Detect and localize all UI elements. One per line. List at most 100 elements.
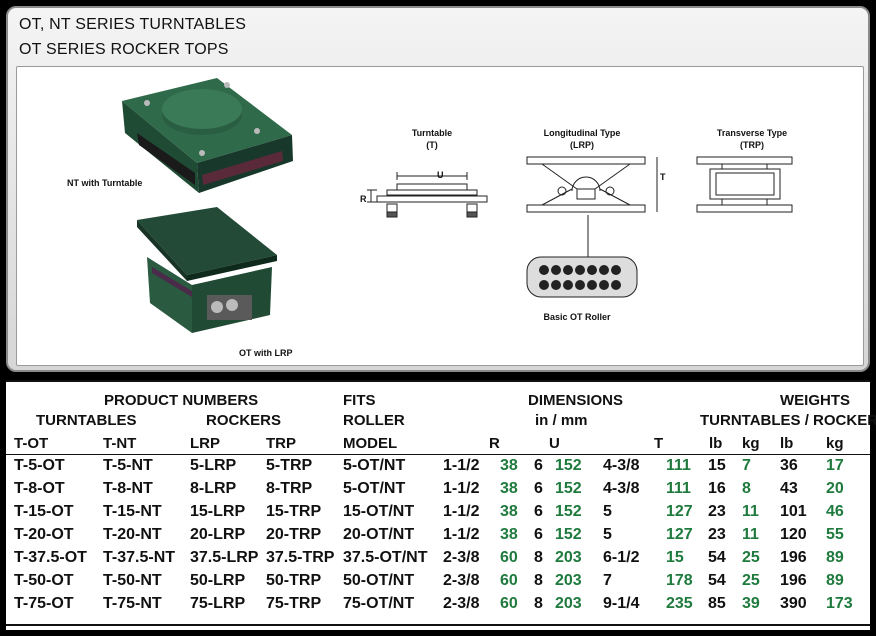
cell-tt-kg: 25 <box>742 572 760 589</box>
cell-tt-kg: 8 <box>742 480 751 497</box>
col-tt-kg: kg <box>742 435 760 452</box>
cell-lrp: 8-LRP <box>190 480 237 497</box>
page-title: OT, NT SERIES TURNTABLES <box>19 16 247 33</box>
cell-trp: 20-TRP <box>266 526 322 543</box>
photo2-caption: OT with LRP <box>239 348 293 358</box>
cell-t-mm: 178 <box>666 572 693 589</box>
cell-r-in: 2-3/8 <box>443 572 480 589</box>
hdr-fits: FITS <box>343 392 376 409</box>
cell-model: 5-OT/NT <box>343 457 406 474</box>
cell-rk-lb: 43 <box>780 480 798 497</box>
col-tt-lb: lb <box>709 435 723 452</box>
col-r: R <box>489 435 500 452</box>
cell-u-in: 6 <box>534 457 543 474</box>
col-t: T <box>654 435 664 452</box>
cell-lrp: 20-LRP <box>190 526 246 543</box>
cell-u-in: 6 <box>534 503 543 520</box>
col-lrp: LRP <box>190 435 220 452</box>
hdr-weights: WEIGHTS <box>780 392 850 409</box>
cell-tt-lb: 15 <box>708 457 726 474</box>
hdr-product-numbers: PRODUCT NUMBERS <box>104 392 259 409</box>
cell-tt-lb: 54 <box>708 549 726 566</box>
cell-rk-lb: 36 <box>780 457 798 474</box>
cell-tt-lb: 23 <box>708 526 726 543</box>
cell-tt-lb: 23 <box>708 503 726 520</box>
page-subtitle: OT SERIES ROCKER TOPS <box>19 41 229 58</box>
cell-rk-kg: 46 <box>826 503 844 520</box>
cell-u-mm: 152 <box>555 503 582 520</box>
dim-r-label: R <box>360 194 367 204</box>
cell-tot: T-37.5-OT <box>14 549 87 566</box>
cell-r-mm: 60 <box>500 572 518 589</box>
cell-lrp: 5-LRP <box>190 457 237 474</box>
transverse-diagram <box>696 156 793 213</box>
cell-t-in: 6-1/2 <box>603 549 640 566</box>
col-t-ot: T-OT <box>14 435 49 452</box>
cell-u-mm: 203 <box>555 595 582 612</box>
col-trp: TRP <box>266 435 296 452</box>
cell-t-in: 5 <box>603 503 612 520</box>
cell-lrp: 50-LRP <box>190 572 246 589</box>
cell-tot: T-5-OT <box>14 457 65 474</box>
cell-u-mm: 152 <box>555 457 582 474</box>
cell-r-in: 2-3/8 <box>443 549 480 566</box>
cell-rk-kg: 20 <box>826 480 844 497</box>
cell-r-mm: 60 <box>500 549 518 566</box>
cell-u-mm: 152 <box>555 526 582 543</box>
cell-rk-lb: 390 <box>780 595 807 612</box>
cell-u-mm: 203 <box>555 572 582 589</box>
cell-tnt: T-20-NT <box>103 526 162 543</box>
spec-table: PRODUCT NUMBERS TURNTABLES ROCKERS FITS … <box>6 380 876 630</box>
cell-trp: 75-TRP <box>266 595 322 612</box>
cell-r-mm: 38 <box>500 480 518 497</box>
cell-u-in: 6 <box>534 480 543 497</box>
cell-r-mm: 38 <box>500 457 518 474</box>
dim-u-label: U <box>437 170 444 180</box>
col-t-nt: T-NT <box>103 435 137 452</box>
cell-tnt: T-37.5-NT <box>103 549 176 566</box>
cell-tnt: T-75-NT <box>103 595 162 612</box>
cell-rk-lb: 120 <box>780 526 807 543</box>
cell-lrp: 75-LRP <box>190 595 246 612</box>
cell-trp: 8-TRP <box>266 480 313 497</box>
cell-model: 50-OT/NT <box>343 572 415 589</box>
table-top-rule <box>6 380 870 382</box>
cell-tot: T-75-OT <box>14 595 74 612</box>
roller-label: Basic OT Roller <box>543 312 611 322</box>
dim-t-label: T <box>660 172 666 182</box>
cell-model: 5-OT/NT <box>343 480 406 497</box>
cell-r-mm: 38 <box>500 526 518 543</box>
cell-tnt: T-50-NT <box>103 572 162 589</box>
cell-t-in: 9-1/4 <box>603 595 640 612</box>
cell-tt-kg: 39 <box>742 595 760 612</box>
cell-rk-kg: 173 <box>826 595 853 612</box>
cell-tt-lb: 16 <box>708 480 726 497</box>
ot-lrp-photo <box>137 207 277 333</box>
cell-t-in: 5 <box>603 526 612 543</box>
turntable-label: Turntable(T) <box>411 128 453 150</box>
cell-tot: T-20-OT <box>14 526 74 543</box>
cell-r-mm: 60 <box>500 595 518 612</box>
cell-tt-lb: 54 <box>708 572 726 589</box>
cell-trp: 15-TRP <box>266 503 322 520</box>
cell-model: 75-OT/NT <box>343 595 415 612</box>
hdr-weights-sub: TURNTABLES / ROCKERS <box>700 412 876 429</box>
cell-r-in: 2-3/8 <box>443 595 480 612</box>
cell-trp: 37.5-TRP <box>266 549 335 566</box>
col-rk-lb: lb <box>780 435 794 452</box>
cell-r-in: 1-1/2 <box>443 503 480 520</box>
cell-t-mm: 111 <box>666 480 691 497</box>
header-rule <box>6 454 870 455</box>
hdr-dimensions: DIMENSIONS <box>528 392 624 409</box>
table-bottom-rule <box>6 624 870 626</box>
cell-model: 37.5-OT/NT <box>343 549 428 566</box>
cell-t-mm: 127 <box>666 526 693 543</box>
cell-t-in: 7 <box>603 572 612 589</box>
cell-u-in: 8 <box>534 595 543 612</box>
cell-tnt: T-15-NT <box>103 503 162 520</box>
col-rk-kg: kg <box>826 435 844 452</box>
title-panel: OT, NT SERIES TURNTABLES OT SERIES ROCKE… <box>6 6 870 372</box>
